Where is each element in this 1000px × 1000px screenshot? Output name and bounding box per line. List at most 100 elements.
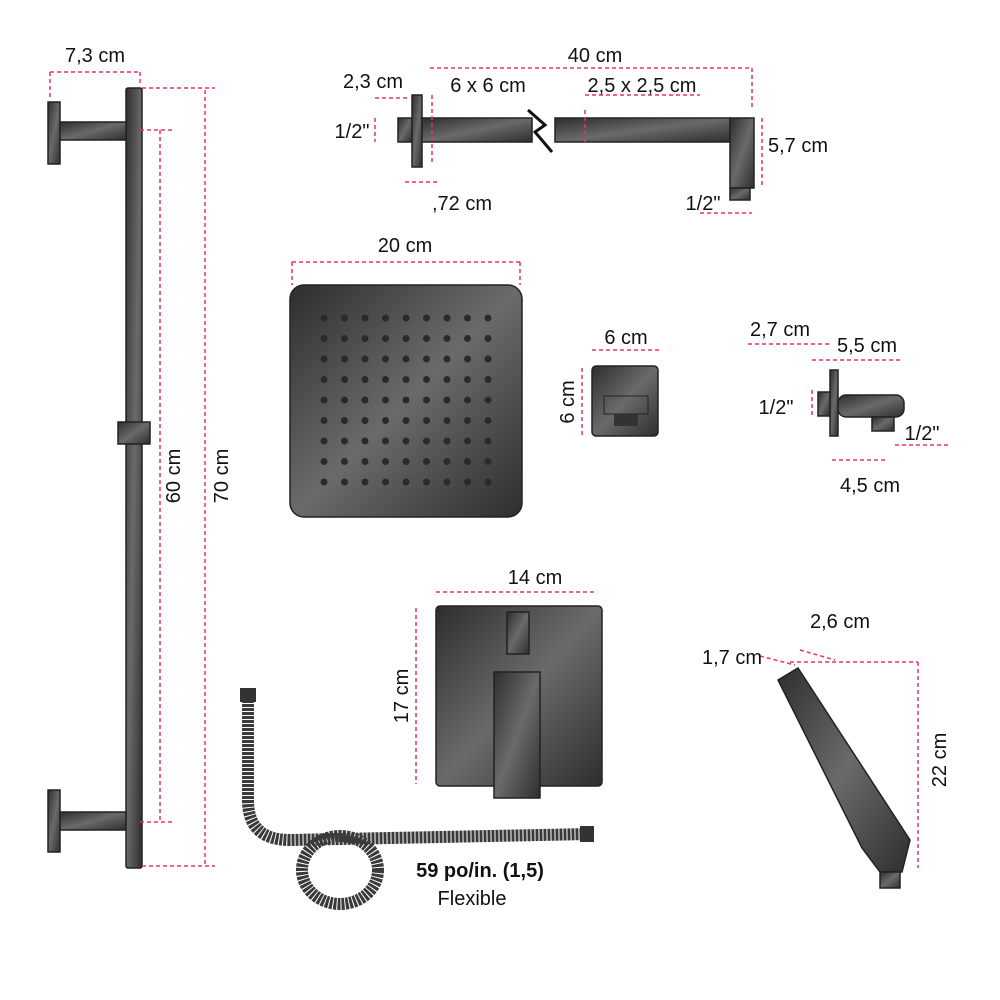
- nozzle-dot: [382, 335, 389, 342]
- shower-arm: 2,3 cm 6 x 6 cm 40 cm 2,5 x 2,5 cm 1/2" …: [335, 45, 828, 215]
- nozzle-dot: [464, 478, 471, 486]
- nozzle-dot: [443, 396, 451, 404]
- nozzle-dot: [341, 437, 348, 445]
- nozzle-dot: [320, 437, 328, 445]
- nozzle-dot: [361, 437, 369, 445]
- hand-shower-holder: 6 cm 6 cm: [557, 327, 660, 437]
- nozzle-dot: [423, 376, 430, 383]
- nozzle-dot: [402, 396, 410, 404]
- nozzle-dot: [464, 437, 471, 445]
- nozzle-dot: [484, 417, 492, 424]
- holder-height-label: 6 cm: [557, 380, 579, 423]
- nozzle-dot: [464, 314, 471, 322]
- nozzle-dot: [423, 458, 430, 465]
- nozzle-dot: [402, 314, 410, 322]
- nozzle-dot: [484, 396, 492, 404]
- nozzle-dot: [320, 458, 328, 465]
- nozzle-dot: [402, 355, 410, 363]
- nozzle-dot: [361, 458, 369, 465]
- nozzle-dot: [464, 396, 471, 404]
- hose-length-label: 59 po/in. (1,5): [416, 860, 544, 882]
- hose-type-label: Flexible: [438, 888, 507, 910]
- bar-width-label: 7,3 cm: [65, 45, 125, 67]
- arm-outlet-thread-label: 1/2": [686, 193, 721, 215]
- nozzle-dot: [402, 376, 410, 383]
- hand-shower-depth-label: 1,7 cm: [702, 647, 762, 669]
- nozzle-dot: [320, 396, 328, 404]
- nozzle-dot: [443, 335, 451, 342]
- arm-drop-label: 5,7 cm: [768, 135, 828, 157]
- nozzle-dot: [341, 458, 348, 465]
- nozzle-dot: [320, 355, 328, 363]
- nozzle-dot: [484, 376, 492, 383]
- nozzle-dot: [361, 314, 369, 322]
- nozzle-dot: [484, 458, 492, 465]
- nozzle-dot: [382, 376, 389, 383]
- nozzle-dot: [443, 437, 451, 445]
- nozzle-dot: [443, 417, 451, 424]
- head-width-label: 20 cm: [378, 235, 432, 257]
- nozzle-dot: [402, 335, 410, 342]
- nozzle-dot: [423, 437, 430, 445]
- elbow-outlet-label: 1/2": [905, 423, 940, 445]
- nozzle-dot: [320, 417, 328, 424]
- nozzle-dot: [423, 314, 430, 322]
- nozzle-dot: [402, 437, 410, 445]
- nozzle-dot: [484, 478, 492, 486]
- nozzle-dot: [382, 396, 389, 404]
- nozzle-dot: [320, 376, 328, 383]
- nozzle-dot: [443, 355, 451, 363]
- nozzle-dot: [341, 355, 348, 363]
- valve-width-label: 14 cm: [508, 567, 562, 589]
- nozzle-dot: [382, 437, 389, 445]
- nozzle-dot: [402, 458, 410, 465]
- nozzle-dot: [402, 478, 410, 486]
- nozzle-dot: [341, 335, 348, 342]
- nozzle-grid: [320, 314, 492, 486]
- nozzle-dot: [484, 314, 492, 322]
- nozzle-dot: [361, 376, 369, 383]
- nozzle-dot: [382, 355, 389, 363]
- nozzle-dot: [361, 396, 369, 404]
- nozzle-dot: [341, 314, 348, 322]
- nozzle-dot: [341, 376, 348, 383]
- nozzle-dot: [464, 458, 471, 465]
- nozzle-dot: [341, 478, 348, 486]
- nozzle-dot: [320, 478, 328, 486]
- hand-shower-width-label: 2,6 cm: [810, 611, 870, 633]
- nozzle-dot: [320, 335, 328, 342]
- bar-total-height-label: 70 cm: [211, 449, 233, 503]
- nozzle-dot: [402, 417, 410, 424]
- nozzle-dot: [382, 417, 389, 424]
- hand-shower-length-label: 22 cm: [929, 733, 951, 787]
- nozzle-dot: [443, 314, 451, 322]
- nozzle-dot: [464, 335, 471, 342]
- nozzle-dot: [382, 478, 389, 486]
- nozzle-dot: [443, 458, 451, 465]
- nozzle-dot: [361, 417, 369, 424]
- nozzle-dot: [320, 314, 328, 322]
- holder-width-label: 6 cm: [604, 327, 647, 349]
- nozzle-dot: [423, 335, 430, 342]
- valve-height-label: 17 cm: [391, 669, 413, 723]
- elbow-width-label: 5,5 cm: [837, 335, 897, 357]
- nozzle-dot: [484, 437, 492, 445]
- hand-shower: 2,6 cm 1,7 cm 22 cm: [702, 611, 951, 889]
- nozzle-dot: [423, 478, 430, 486]
- nozzle-dot: [484, 355, 492, 363]
- arm-section-label: 2,5 x 2,5 cm: [588, 75, 697, 97]
- nozzle-dot: [423, 417, 430, 424]
- elbow-spacing-label: 4,5 cm: [840, 475, 900, 497]
- mixer-valve: 14 cm 17 cm: [391, 567, 603, 799]
- arm-inlet-thread-label: 1/2": [335, 121, 370, 143]
- bar-inner-height-label: 60 cm: [163, 449, 185, 503]
- nozzle-dot: [361, 478, 369, 486]
- nozzle-dot: [464, 376, 471, 383]
- arm-length-label: 40 cm: [568, 45, 622, 67]
- flange-size-label: 6 x 6 cm: [450, 75, 526, 97]
- nozzle-dot: [382, 458, 389, 465]
- elbow-inlet-label: 1/2": [759, 397, 794, 419]
- flexible-hose: 59 po/in. (1,5) Flexible: [240, 688, 594, 910]
- flange-depth-label: 2,3 cm: [343, 71, 403, 93]
